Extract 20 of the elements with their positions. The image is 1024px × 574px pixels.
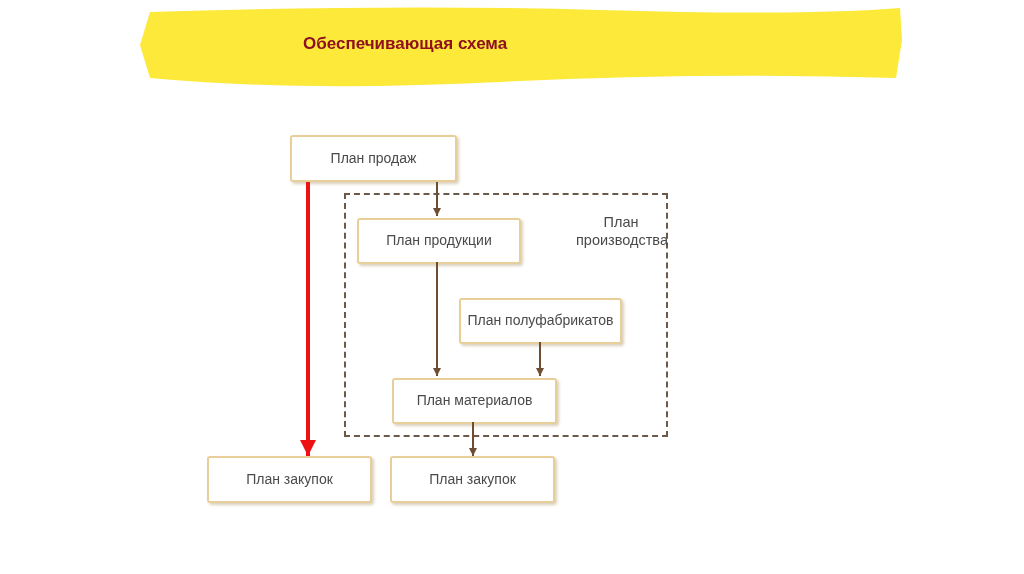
process-box — [357, 218, 521, 264]
process-box — [290, 135, 457, 182]
process-box — [392, 378, 557, 424]
arrow — [433, 261, 441, 377]
arrow — [469, 421, 477, 457]
process-box — [459, 298, 622, 344]
node-label: План продукции — [386, 232, 492, 250]
title: Обеспечивающая схема — [303, 34, 508, 54]
node-label: План продаж — [330, 149, 417, 168]
process-box — [207, 456, 372, 503]
process-box — [390, 456, 555, 503]
node-label: План производства — [576, 213, 666, 250]
arrow — [433, 181, 441, 217]
arrow — [536, 341, 544, 377]
node-label: План материалов — [416, 392, 533, 410]
node-label: План закупок — [429, 470, 516, 489]
node-label: План закупок — [246, 470, 333, 489]
group-frame — [344, 193, 668, 437]
node-label: План полуфабрикатов — [467, 312, 614, 330]
arrow — [300, 182, 316, 456]
